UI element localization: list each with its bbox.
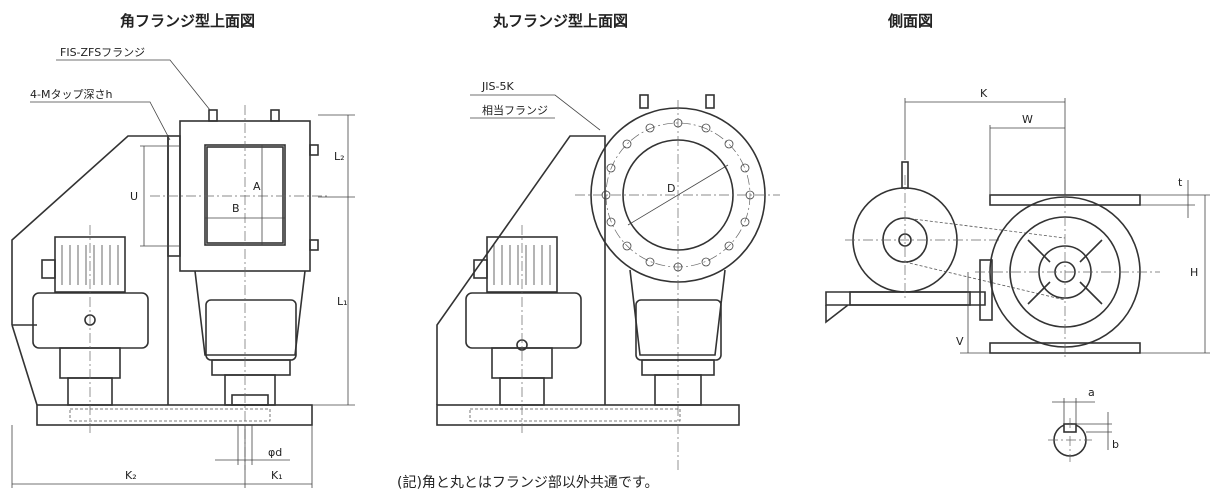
- dim-k2: K₂: [125, 469, 137, 482]
- dim-k: K: [980, 87, 988, 100]
- dim-b: B: [232, 202, 240, 215]
- valve-body: [194, 270, 306, 356]
- dim-h: H: [1190, 266, 1198, 279]
- dim-a: a: [1088, 386, 1095, 399]
- round-flange-view: D JIS-5K 相当フランジ: [436, 80, 780, 470]
- callout-jis-5k: JIS-5K: [481, 80, 514, 93]
- reducer: [32, 292, 149, 349]
- square-flange-view: L₂ L₁ A B U FIS-ZFSフランジ 4-Mタップ深さh K₂ K₁ …: [11, 46, 355, 488]
- title-side-view: 側面図: [887, 12, 933, 30]
- dim-l1: L₁: [337, 295, 348, 308]
- side-view: K W t H V a b: [825, 87, 1210, 462]
- callout-tap: 4-Mタップ深さh: [30, 88, 112, 101]
- leader-tap: [30, 101, 171, 141]
- dim-b: b: [1112, 438, 1119, 451]
- dim-l2: L₂: [334, 150, 345, 163]
- title-square-flange: 角フランジ型上面図: [120, 12, 255, 30]
- dim-w: W: [1022, 113, 1033, 126]
- dim-u: U: [130, 190, 138, 203]
- title-round-flange: 丸フランジ型上面図: [492, 12, 628, 30]
- note-common-parts: (記)角と丸とはフランジ部以外共通です。: [397, 474, 659, 491]
- dim-a: A: [253, 180, 261, 193]
- base-plate: [36, 404, 313, 426]
- callout-fis-zfs-flange: FIS-ZFSフランジ: [60, 46, 145, 59]
- leader-jis-5k: [470, 94, 601, 131]
- leader-fis-zfs: [56, 59, 211, 111]
- dim-phi-d: φd: [268, 446, 282, 459]
- dim-v: V: [956, 335, 964, 348]
- dim-k1: K₁: [271, 469, 283, 482]
- base-plate: [436, 404, 740, 426]
- dim-t: t: [1178, 176, 1183, 189]
- callout-equivalent-flange: 相当フランジ: [482, 103, 548, 117]
- motor-bracket: [436, 135, 606, 405]
- dim-d: D: [667, 182, 675, 195]
- valve-body: [629, 269, 726, 356]
